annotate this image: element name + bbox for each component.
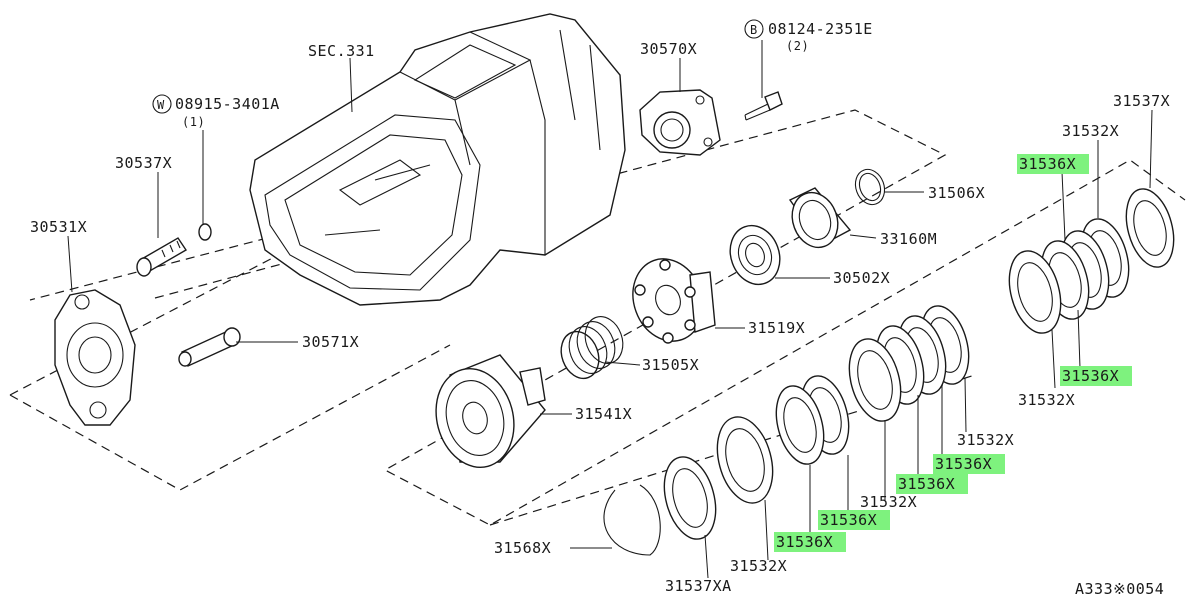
label-washer-qty: (1) [182, 115, 205, 129]
part-30571x-pin [178, 327, 241, 367]
highlight-31536x-b [1060, 366, 1132, 386]
label-31532x-b: 31532X [1018, 391, 1075, 409]
part-31541x-drum [435, 354, 546, 468]
clutch-pack-middle [848, 305, 970, 422]
highlight-31536x-e [818, 510, 890, 530]
clutch-pack-lower [663, 375, 850, 540]
label-bolt-qty: (2) [786, 39, 809, 53]
label-31532x-d: 31532X [860, 493, 917, 511]
clutch-pack-upper [1008, 188, 1175, 334]
label-31536x-b: 31536X [1062, 367, 1119, 385]
highlight-31536x-f [774, 532, 846, 552]
assembly-frame-left [9, 214, 451, 491]
highlight-31536x-a [1017, 154, 1089, 174]
label-31537xa: 31537XA [665, 577, 732, 595]
label-30531x: 30531X [30, 218, 87, 236]
label-sec-331: SEC.331 [308, 42, 375, 60]
label-30502x: 30502X [833, 269, 890, 287]
label-33160m: 33160M [880, 230, 937, 248]
part-30502x-bearing [729, 224, 781, 286]
washer-08915-3401a [198, 223, 212, 241]
label-31532x-c: 31532X [957, 431, 1014, 449]
label-31532x-a: 31532X [1062, 122, 1119, 140]
transfer-case-housing [249, 13, 626, 306]
label-washer-code: 08915-3401A [175, 95, 280, 113]
label-31505x: 31505X [642, 356, 699, 374]
label-30570x: 30570X [640, 40, 697, 58]
assembly-frame-middle [154, 109, 1186, 526]
label-31519x: 31519X [748, 319, 805, 337]
part-31506x-snap-ring [854, 168, 886, 206]
label-31568x: 31568X [494, 539, 551, 557]
marker-w-circle [152, 94, 172, 114]
marker-b-circle [744, 19, 764, 39]
highlight-31536x-c [933, 454, 1005, 474]
part-33160m-seal [788, 187, 852, 249]
leader-lines [67, 40, 1153, 579]
marker-b-letter: B [750, 23, 758, 37]
label-31537x: 31537X [1113, 92, 1170, 110]
part-31568x-snap-ring [603, 484, 661, 556]
label-31536x-f: 31536X [776, 533, 833, 551]
part-30570x-flange [639, 89, 721, 156]
label-31536x-a: 31536X [1019, 155, 1076, 173]
label-31536x-c: 31536X [935, 455, 992, 473]
label-31541x: 31541X [575, 405, 632, 423]
label-31536x-d: 31536X [898, 475, 955, 493]
part-31505x-spring [560, 316, 624, 380]
bolt-08124-2351e [744, 91, 783, 121]
label-31506x: 31506X [928, 184, 985, 202]
label-bolt-code: 08124-2351E [768, 20, 873, 38]
label-30571x: 30571X [302, 333, 359, 351]
marker-w-letter: W [157, 98, 165, 112]
label-31536x-e: 31536X [820, 511, 877, 529]
part-31519x-carrier [632, 258, 716, 344]
highlight-31536x-d [896, 474, 968, 494]
part-30537x-stud [136, 237, 187, 277]
part-30531x-cover [54, 289, 136, 426]
label-drawing-id: A333※0054 [1075, 580, 1164, 598]
label-31532x-e: 31532X [730, 557, 787, 575]
label-30537x: 30537X [115, 154, 172, 172]
